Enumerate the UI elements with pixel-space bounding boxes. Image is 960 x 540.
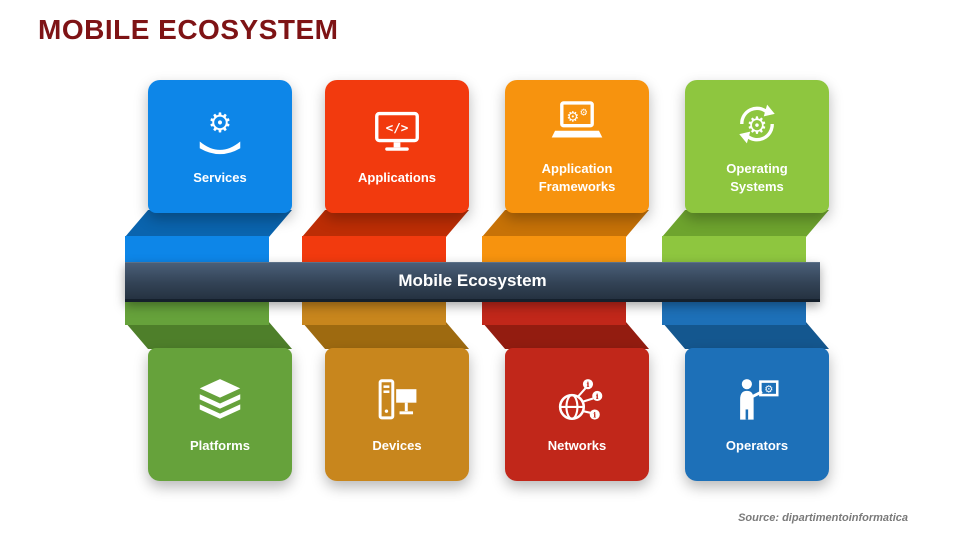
card-label: Application Frameworks — [538, 161, 616, 194]
card-operating-systems: ⚙ Operating Systems — [685, 80, 829, 213]
svg-text:⚙: ⚙ — [208, 108, 232, 139]
band-label: Mobile Ecosystem — [398, 271, 547, 290]
flap-applications — [302, 236, 446, 264]
fold-networks — [482, 322, 649, 349]
presenter-icon: ⚙ — [740, 379, 779, 420]
card-devices: Devices — [325, 348, 469, 481]
laptop-gears-icon: ⚙ ⚙ — [551, 101, 603, 138]
svg-text:⚙: ⚙ — [566, 110, 579, 126]
fold-operators — [662, 322, 829, 349]
card-label: Networks — [547, 438, 607, 454]
fold-platforms — [125, 322, 292, 349]
svg-text:i: i — [587, 380, 590, 389]
slide-title: MOBILE ECOSYSTEM — [38, 14, 339, 45]
card-services: ⚙ Services — [148, 80, 292, 213]
card-label: Applications — [357, 170, 436, 186]
fold-devices — [302, 322, 469, 349]
card-label: Operators — [725, 438, 789, 454]
desktop-computer-icon — [378, 379, 417, 420]
card-application-frameworks: ⚙ ⚙ Application Frameworks — [505, 80, 649, 213]
card-platforms: Platforms — [148, 348, 292, 481]
card-label: Devices — [372, 438, 422, 454]
card-label: Operating Systems — [726, 161, 788, 194]
svg-text:i: i — [596, 392, 599, 401]
fold-applications — [302, 210, 469, 237]
flap-services — [125, 236, 269, 264]
svg-text:⚙: ⚙ — [746, 112, 767, 140]
gear-sync-icon: ⚙ — [739, 105, 775, 144]
svg-text:⚙: ⚙ — [580, 108, 588, 119]
card-label: Services — [193, 170, 247, 186]
center-band: Mobile Ecosystem — [125, 262, 820, 302]
layers-icon — [199, 379, 241, 419]
network-globe-icon: i i i — [558, 379, 603, 421]
svg-text:</>: </> — [386, 120, 409, 135]
fold-operating-systems — [662, 210, 829, 237]
svg-text:⚙: ⚙ — [764, 385, 773, 396]
card-applications: </> Applications — [325, 80, 469, 213]
code-monitor-icon: </> — [375, 112, 419, 151]
card-operators: ⚙ Operators — [685, 348, 829, 481]
card-label: Platforms — [190, 438, 250, 454]
hand-gear-icon: ⚙ — [199, 108, 241, 155]
svg-text:i: i — [593, 411, 596, 420]
flap-operating-systems — [662, 236, 806, 264]
flap-application-frameworks — [482, 236, 626, 264]
source-credit: Source: dipartimentoinformatica — [738, 512, 908, 524]
fold-application-frameworks — [482, 210, 649, 237]
fold-services — [125, 210, 292, 237]
card-networks: i i i Networks — [505, 348, 649, 481]
